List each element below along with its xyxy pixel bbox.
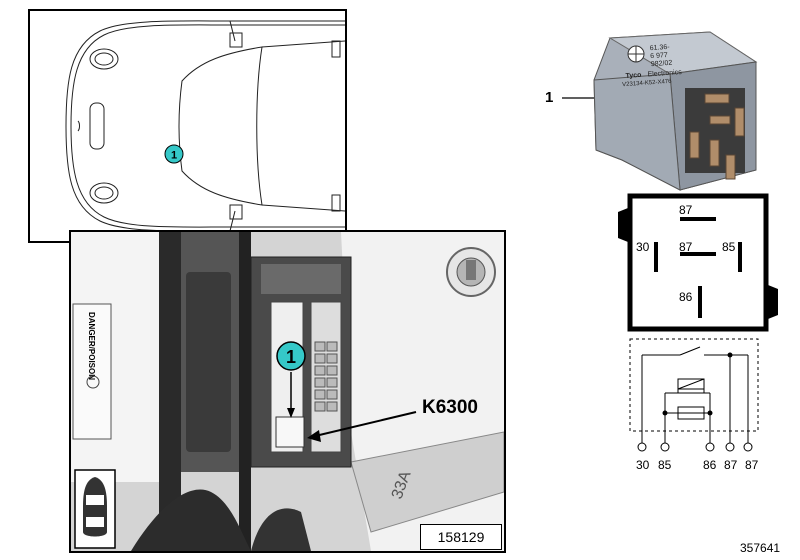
callout-circle <box>164 144 184 164</box>
photo-number: 158129 <box>420 524 502 550</box>
pin-87-top <box>680 217 716 221</box>
terminal-label: 85 <box>658 458 672 472</box>
callout-number: 1 <box>171 150 177 162</box>
pin-label: 86 <box>679 290 693 304</box>
terminal-label: 87 <box>745 458 759 472</box>
warning-sticker-text: DANGER/POISON <box>87 312 96 380</box>
relay-schematic <box>629 338 759 452</box>
pin-30 <box>654 242 658 272</box>
engine-bay-photo: 33A DANGER/POISON <box>69 230 506 553</box>
car-outline-drawing: 1 <box>65 20 345 232</box>
engine-bay-drawing: 33A DANGER/POISON <box>71 232 504 551</box>
callout-number: 1 <box>286 347 296 367</box>
vehicle-location-view: 1 <box>28 9 347 243</box>
part-reference-number: 1 <box>545 89 554 106</box>
relay-k6300-in-photo <box>275 416 305 448</box>
pin-85 <box>738 242 742 272</box>
relay-label-line-3: 982/02 <box>651 60 673 68</box>
relay-pinout-diagram <box>618 193 778 332</box>
relay-label-line-4: Tyco <box>625 72 641 80</box>
component-label: K6300 <box>422 397 478 418</box>
terminal-label: 30 <box>636 458 650 472</box>
pin-label: 30 <box>636 240 650 254</box>
pin-label: 87 <box>679 203 693 217</box>
terminal-label: 86 <box>703 458 717 472</box>
pin-label: 87 <box>679 240 693 254</box>
pin-87-center <box>680 252 716 256</box>
relay-label-line-5: Electronics <box>647 69 682 78</box>
callout-circle <box>276 341 306 371</box>
relay-label-line-1: 61.36- <box>650 44 671 52</box>
terminal-label: 87 <box>724 458 738 472</box>
document-number: 357641 <box>740 541 781 555</box>
relay-drawing: 61.36- 6 977 982/02 Tyco Electronics V23… <box>562 31 758 191</box>
relay-label-line-6: V23134-K52-X476 <box>622 79 672 88</box>
pin-label: 85 <box>722 240 736 254</box>
pin-86 <box>698 286 702 318</box>
relay-label-line-2: 6 977 <box>650 52 668 60</box>
